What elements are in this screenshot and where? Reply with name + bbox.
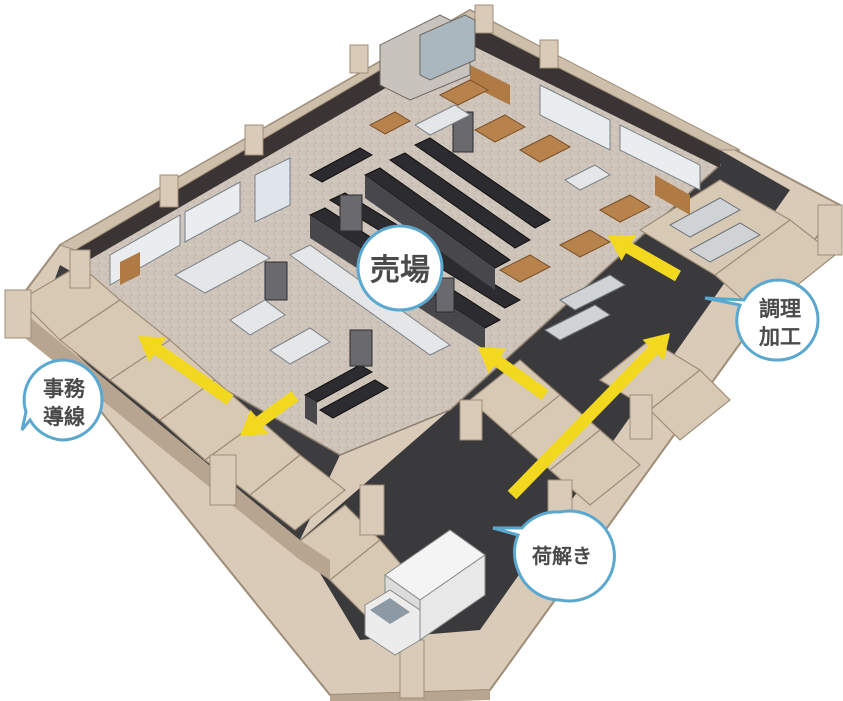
shelf-face	[305, 395, 317, 425]
pillar	[244, 124, 264, 156]
gondola-shelf	[389, 152, 531, 249]
steel-counter	[559, 274, 626, 311]
fridge-case	[254, 157, 291, 223]
gondola-shelf	[303, 364, 374, 403]
pillar	[359, 484, 385, 536]
tower	[339, 194, 363, 232]
wood-display	[655, 175, 690, 215]
wood-table	[473, 114, 527, 143]
arrow-sales-entry	[478, 347, 549, 400]
wood-display	[470, 65, 510, 105]
end-cap-towers	[264, 111, 474, 367]
back-wall-top	[75, 20, 720, 268]
wood-table	[498, 254, 552, 283]
bubble-cooking-line2: 加工	[758, 325, 801, 349]
pillar	[629, 394, 653, 440]
wall-refrigerator-cases	[109, 65, 701, 286]
truck-windshield	[370, 598, 410, 624]
bubble-office-path-line2: 導線	[43, 405, 85, 429]
bubble-unloading-shape	[492, 509, 616, 603]
back-room	[649, 369, 731, 441]
office-room	[249, 454, 346, 531]
tower	[435, 277, 455, 313]
bubble-office-path-line1: 事務	[43, 377, 86, 401]
wood-table	[438, 79, 490, 106]
fridge-case	[619, 124, 701, 191]
wood-table	[558, 229, 612, 258]
flow-arrows	[138, 234, 681, 500]
gondola-shelf	[319, 379, 389, 419]
pillar	[349, 44, 369, 74]
back-rooms	[469, 179, 836, 506]
bubble-unloading-label: 荷解き	[532, 544, 592, 568]
shelf-face	[365, 175, 495, 290]
steel-counter	[544, 304, 611, 341]
tower	[264, 261, 288, 301]
fridge-case	[539, 84, 611, 151]
delivery-truck	[364, 529, 486, 656]
fridge-case	[184, 181, 241, 243]
steel-counter	[688, 222, 762, 263]
wood-table	[368, 111, 412, 135]
pillar	[69, 249, 91, 289]
island-case	[269, 327, 331, 365]
pillar	[459, 399, 483, 441]
pillar	[209, 454, 237, 506]
island-case	[414, 104, 471, 136]
bubble-sales-floor: 売場	[356, 224, 444, 312]
steel-counter	[668, 197, 742, 238]
gondola-shelf	[308, 147, 374, 183]
vestibule-glass	[419, 14, 476, 81]
island-case	[229, 299, 286, 336]
pillar	[474, 4, 494, 34]
island-cases	[173, 104, 611, 365]
bubble-cooking-line1: 調理	[759, 297, 801, 321]
bubble-cooking: 調理 加工	[704, 278, 820, 362]
pillars	[4, 4, 843, 699]
gondola-shelf	[413, 137, 551, 229]
pillar	[539, 39, 559, 69]
wood-table	[518, 134, 572, 163]
island-case	[173, 239, 272, 294]
island-case	[564, 164, 611, 191]
bubble-office-path-shape	[20, 358, 104, 442]
kitchen-equipment	[544, 197, 762, 341]
pillar	[817, 204, 843, 256]
entrance-vestibule	[379, 14, 476, 101]
pillar	[159, 174, 179, 208]
wood-table	[598, 194, 652, 223]
arrow-unloading-long	[507, 333, 670, 500]
arrow-office-up-left	[138, 336, 234, 405]
bubble-cooking-shape	[704, 278, 820, 362]
bubble-unloading: 荷解き	[492, 509, 616, 603]
bubble-sales-floor-label: 売場	[370, 253, 430, 288]
bubble-sales-floor-circle	[356, 224, 444, 312]
wood-display	[120, 252, 140, 285]
pillar	[4, 289, 32, 339]
island-case	[289, 244, 451, 356]
arrow-office-down-right	[240, 391, 299, 436]
tower	[349, 329, 373, 367]
wood-tables	[368, 79, 652, 283]
arrow-kitchen-to-floor	[608, 234, 681, 282]
bubble-office-path: 事務 導線	[20, 358, 104, 442]
